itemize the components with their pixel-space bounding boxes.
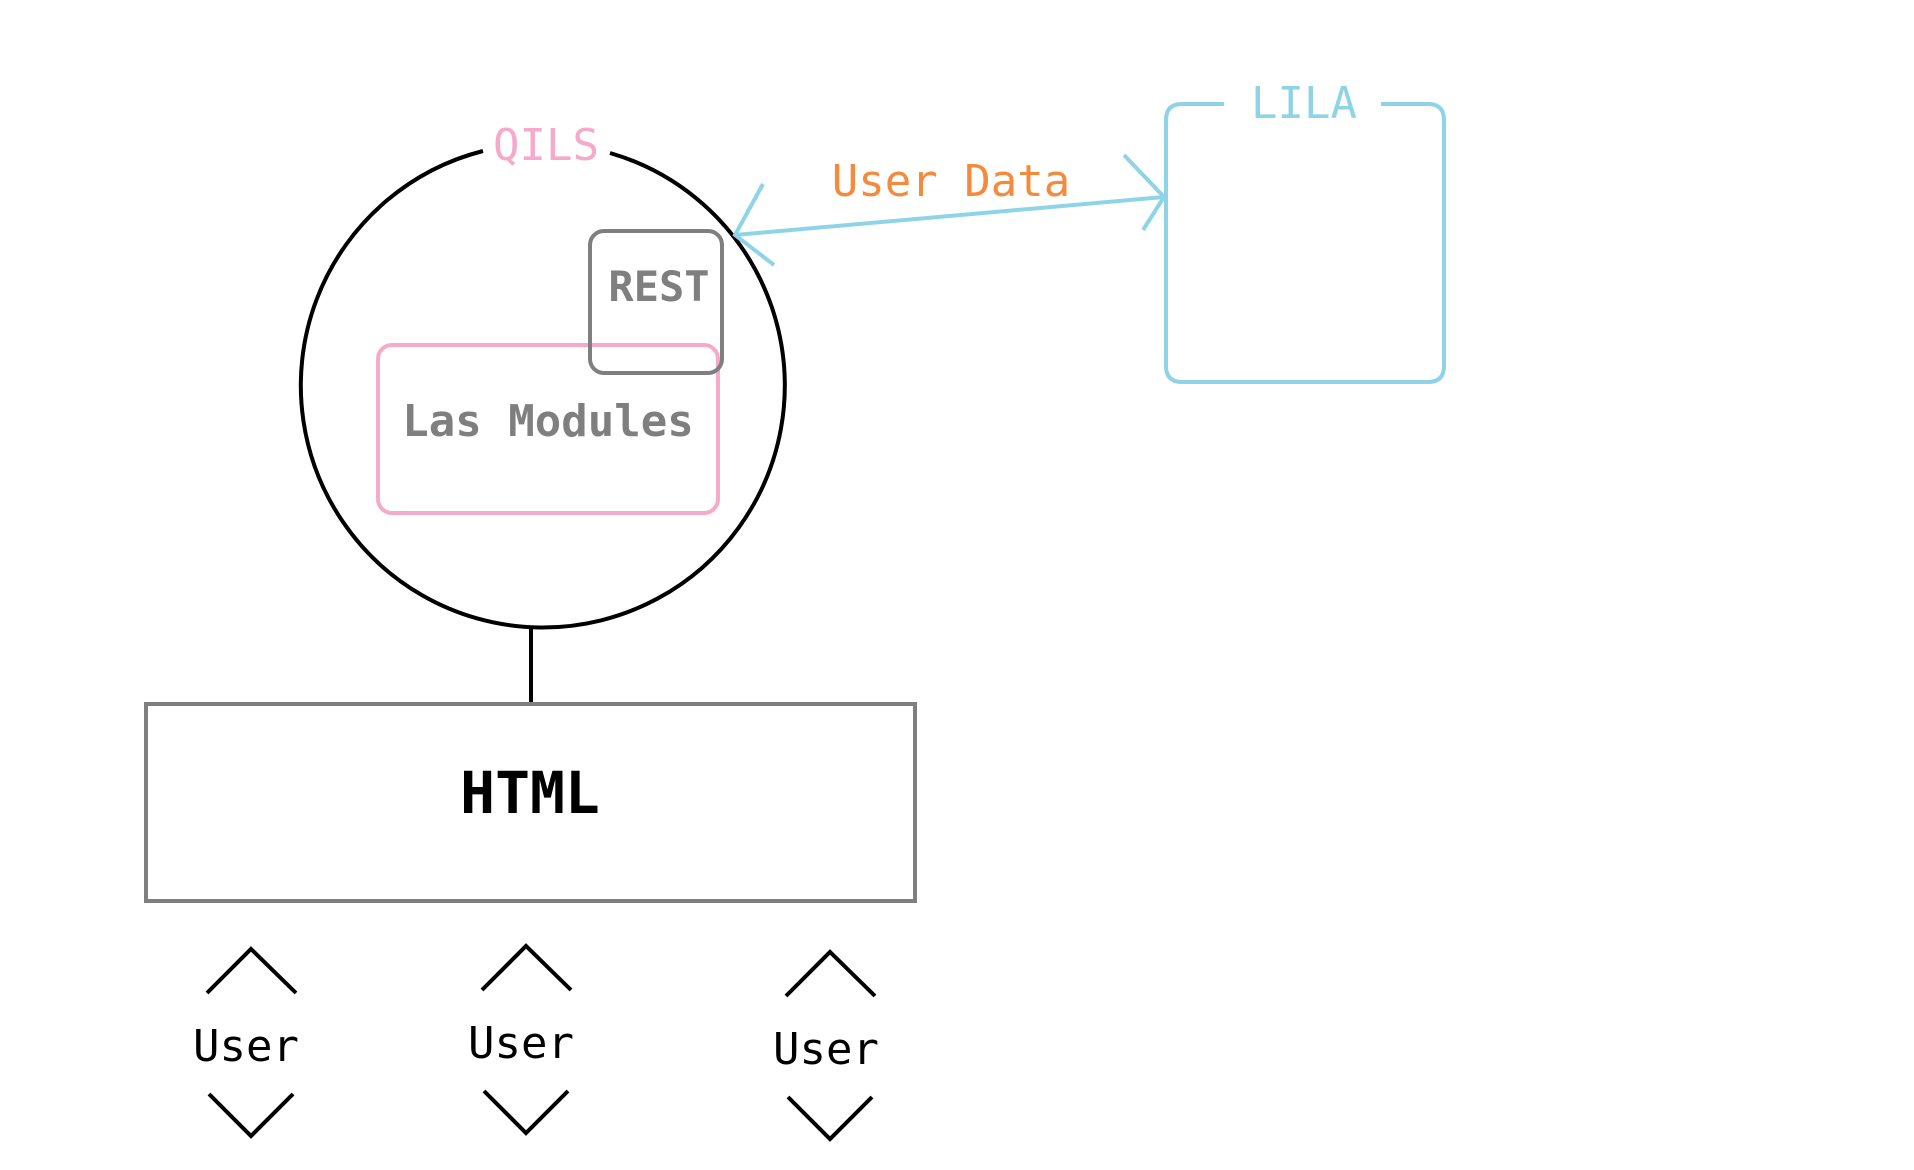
arrowhead-lila-end xyxy=(1122,153,1167,232)
html-box xyxy=(144,702,917,903)
user-2-label: User xyxy=(468,1018,574,1069)
las-modules-label: Las Modules xyxy=(402,396,693,447)
user-2-up-chevron xyxy=(480,943,573,992)
rest-label: REST xyxy=(608,262,709,311)
lila-label: LILA xyxy=(1251,78,1357,129)
user-1-down-chevron xyxy=(207,1092,295,1139)
user-3-up-chevron xyxy=(784,949,877,998)
html-label: HTML xyxy=(460,759,600,827)
user-3-down-chevron xyxy=(786,1095,874,1142)
lila-box xyxy=(1164,102,1446,384)
rest-box xyxy=(588,229,724,375)
user-data-arrow-line xyxy=(734,195,1165,237)
user-1-label: User xyxy=(193,1021,299,1072)
arrowhead-qils-end xyxy=(732,183,776,267)
user-3-label: User xyxy=(773,1024,879,1075)
qils-label: QILS xyxy=(493,120,599,171)
user-data-label: User Data xyxy=(832,156,1070,207)
user-1-up-chevron xyxy=(205,946,298,995)
qils-circle xyxy=(298,149,787,630)
user-2-down-chevron xyxy=(482,1089,570,1136)
las-modules-box xyxy=(376,343,720,515)
